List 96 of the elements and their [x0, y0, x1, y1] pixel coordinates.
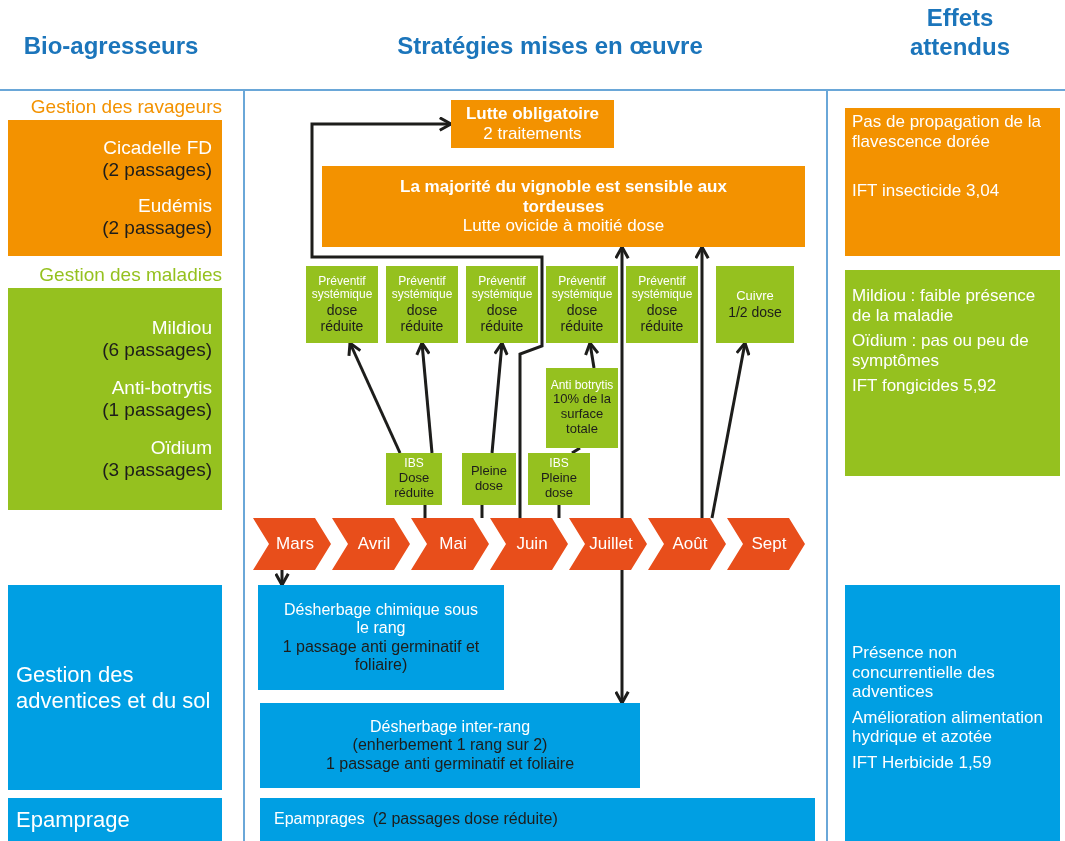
treatment-box	[716, 266, 794, 343]
box-text: 1 passage anti germinatif et foliaire	[324, 754, 576, 774]
arrow	[347, 341, 402, 454]
box-text: Epamprages	[274, 810, 365, 829]
box-text: dose réduite	[399, 302, 445, 335]
month-timeline-segment: Août	[648, 518, 726, 570]
box-text: Désherbage chimique sous le rang	[283, 600, 479, 638]
box-text: 2 traitements	[482, 124, 583, 144]
box-text: Cuivre	[735, 289, 775, 304]
box-text: (enherbement 1 rang sur 2)	[351, 736, 549, 755]
connector-line	[571, 446, 581, 455]
arrow	[415, 341, 434, 454]
box-text: Lutte obligatoire	[464, 104, 601, 124]
arrow	[614, 245, 630, 518]
treatment-box	[626, 266, 698, 343]
pass-count: (2 passages)	[101, 159, 212, 181]
column-header: Stratégies mises en œuvre	[396, 32, 704, 61]
box-text: Pleine dose	[539, 470, 579, 501]
box-text: Mildiou : faible présence de la maladie	[852, 286, 1037, 326]
box-text: 1/2 dose	[727, 303, 783, 320]
box-text: Gestion des adventices et du sol	[16, 662, 212, 713]
box-text: Lutte ovicide à moitié dose	[461, 216, 666, 236]
connector-line	[423, 505, 427, 518]
treatment-box	[386, 266, 458, 343]
arrow	[694, 245, 710, 518]
box-text: 10% de la surface totale	[552, 392, 611, 438]
box-text: (2 passages dose réduite)	[372, 810, 558, 829]
pass-count: (1 passages)	[101, 399, 212, 421]
treatment-box	[466, 266, 538, 343]
box-text: Préventif systémique	[630, 274, 694, 303]
group-heading: Gestion des ravageurs	[29, 96, 222, 119]
arrow	[310, 116, 544, 518]
month-timeline-segment: Mai	[411, 518, 489, 570]
treatment-box	[462, 453, 516, 505]
pass-count: (6 passages)	[101, 339, 212, 362]
box-text: IBS	[403, 457, 425, 471]
group-heading: Gestion des maladies	[38, 264, 222, 287]
column-header: Bio-agresseurs	[22, 32, 200, 61]
arrow	[490, 341, 509, 454]
box-text: dose réduite	[559, 302, 605, 335]
strategy-box	[322, 166, 805, 247]
box-text: Préventif systémique	[470, 274, 534, 303]
box-text: Préventif systémique	[550, 274, 614, 303]
box-text: Présence non concurrentielle des adventices	[852, 643, 996, 702]
category-panel	[8, 585, 222, 790]
arrow	[584, 341, 600, 369]
arrow	[274, 570, 290, 587]
box-text: Dose réduite	[393, 470, 435, 501]
pest-name: Cicadelle FD	[102, 137, 212, 160]
box-text: Pas de propagation de la flavescence dorée	[852, 112, 1043, 152]
strategy-box	[258, 585, 504, 690]
treatment-box	[546, 368, 618, 448]
month-timeline-segment: Mars	[253, 518, 331, 570]
pest-name: Oïdium	[149, 436, 212, 459]
box-text: IBS	[548, 457, 570, 471]
strategy-box	[260, 798, 815, 841]
month-timeline-segment: Avril	[332, 518, 410, 570]
box-text: Préventif systémique	[310, 274, 374, 303]
effect-box	[845, 108, 1060, 256]
arrow	[614, 570, 630, 705]
box-text: dose réduite	[639, 302, 685, 335]
pest-name: Anti-botrytis	[110, 377, 212, 399]
box-text: Désherbage inter-rang	[368, 717, 532, 737]
treatment-box	[386, 453, 442, 505]
treatment-box	[528, 453, 590, 505]
box-text: IFT Herbicide 1,59	[852, 752, 993, 773]
month-timeline-segment: Sept	[727, 518, 805, 570]
effect-box	[845, 270, 1060, 476]
box-text: Amélioration alimentation hydrique et azotée	[852, 707, 1044, 747]
box-text: IFT fongicides 5,92	[852, 376, 998, 396]
strategy-box	[260, 703, 640, 788]
treatment-box	[306, 266, 378, 343]
column-header: Effets attendus	[909, 4, 1011, 62]
connector-line	[480, 505, 484, 518]
box-text: Oïdium : pas ou peu de symptômes	[852, 331, 1030, 371]
arrow	[710, 341, 751, 519]
month-timeline-segment: Juillet	[569, 518, 647, 570]
pass-count: (2 passages)	[101, 216, 212, 239]
month-timeline-segment: Juin	[490, 518, 568, 570]
box-text: Préventif systémique	[390, 274, 454, 303]
category-panel	[8, 798, 222, 841]
effect-box	[845, 585, 1060, 841]
box-text: IFT insecticide 3,04	[852, 181, 1001, 201]
box-text: Pleine dose	[469, 464, 509, 494]
box-text: Epamprage	[16, 806, 131, 833]
pest-name: Eudémis	[137, 195, 212, 217]
treatment-box	[546, 266, 618, 343]
box-text: dose réduite	[479, 302, 525, 335]
box-text: 1 passage anti germinatif et foliaire)	[281, 637, 481, 675]
pass-count: (3 passages)	[101, 458, 212, 481]
box-text: La majorité du vignoble est sensible aux tordeuses	[399, 177, 728, 217]
box-text: Anti botrytis	[549, 378, 615, 393]
pest-name: Mildiou	[150, 317, 212, 340]
strategy-box	[451, 100, 614, 148]
box-text: dose réduite	[319, 302, 365, 335]
connector-line	[557, 505, 561, 518]
